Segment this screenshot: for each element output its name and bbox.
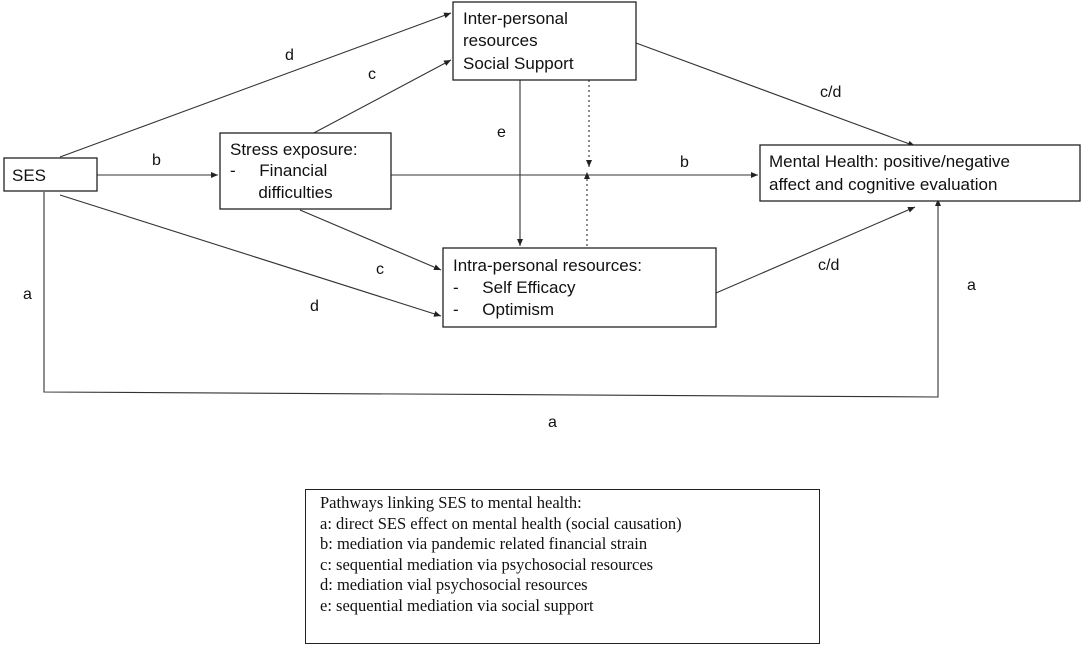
label-ses-inter: d (285, 47, 294, 64)
label-bottom: a (548, 414, 557, 431)
edge-stress-inter (309, 59, 452, 136)
legend-box: Pathways linking SES to mental health: a… (305, 489, 820, 644)
node-inter-personal: Inter-personal resources Social Support (452, 1, 637, 81)
edge-ses-intra (59, 194, 442, 317)
edge-ses-mental-direct (43, 192, 941, 398)
node-ses-label: SES (12, 166, 46, 185)
node-stress-line-2: - Financial (230, 161, 327, 180)
node-intra-line-1: Intra-personal resources: (453, 256, 642, 275)
edge-ses-inter (59, 12, 452, 158)
node-mental-line-1: Mental Health: positive/negative (769, 152, 1010, 171)
node-intra-line-3: - Optimism (453, 300, 554, 319)
label-ses-left: a (23, 286, 32, 303)
edge-stress-intra (299, 209, 442, 271)
label-mental-right: a (967, 277, 976, 294)
node-stress-exposure: Stress exposure: - Financial difficultie… (0, 0, 392, 210)
edges (43, 12, 941, 398)
edge-labels: d c b e b c/d c d c/d a a a (23, 47, 976, 431)
label-ses-intra: d (310, 298, 319, 315)
node-inter-line-3: Social Support (463, 54, 574, 73)
svg-text:Inter-personal resources: Inter-personal resources Social Support (463, 9, 574, 73)
legend-item-d: d: mediation vial psychosocial resources (320, 575, 588, 594)
node-ses: SES (3, 157, 98, 192)
label-ses-stress: b (152, 152, 161, 169)
legend-title: Pathways linking SES to mental health: (320, 493, 582, 512)
legend-item-b: b: mediation via pandemic related financ… (320, 534, 648, 553)
node-stress-line-1: Stress exposure: (230, 140, 358, 159)
legend-item-e: e: sequential mediation via social suppo… (320, 595, 594, 615)
svg-text:Intra-personal resources:: Intra-personal resources: - Self Efficac… (0, 0, 675, 319)
label-intra-mental: c/d (818, 257, 839, 274)
label-inter-intra: e (497, 124, 506, 141)
node-mental-line-2: affect and cognitive evaluation (769, 175, 997, 194)
svg-text:Stress exposure: - F: Stress exposure: - Financial difficultie… (0, 0, 391, 202)
legend-item-c: c: sequential mediation via psychosocial… (320, 554, 654, 574)
node-inter-line-1: Inter-personal (463, 9, 568, 28)
label-inter-mental: c/d (820, 84, 841, 101)
edge-inter-mental (635, 42, 916, 147)
node-mental-health: Mental Health: positive/negative affect … (759, 144, 1081, 202)
node-stress-line-3: difficulties (230, 183, 333, 202)
node-intra-personal: Intra-personal resources: - Self Efficac… (0, 0, 717, 328)
node-inter-line-2: resources (463, 31, 538, 50)
edge-intra-mental (715, 206, 916, 294)
label-stress-inter: c (368, 66, 376, 83)
svg-text:Mental Health: positive/negati: Mental Health: positive/negative affect … (769, 152, 1015, 194)
legend-item-a: a: direct SES effect on mental health (s… (320, 513, 682, 533)
node-intra-line-2: - Self Efficacy (453, 278, 576, 297)
label-stress-mental: b (680, 154, 689, 171)
label-stress-intra: c (376, 261, 384, 278)
